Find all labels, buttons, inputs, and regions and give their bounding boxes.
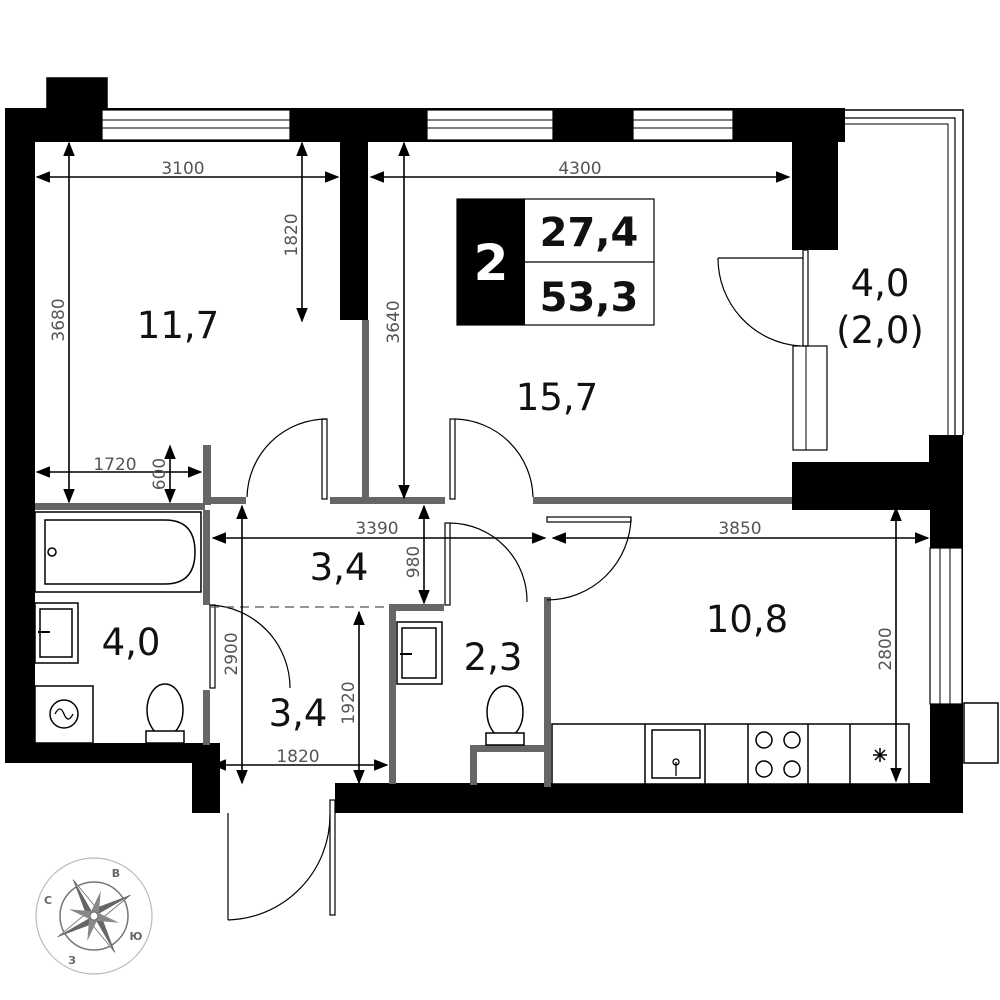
dim-1720: 1720 xyxy=(93,455,136,475)
bathtub xyxy=(34,511,202,593)
dim-980: 980 xyxy=(404,546,424,578)
room-bathroom-area: 4,0 xyxy=(102,621,161,664)
fixtures xyxy=(34,511,910,785)
compass-icon: С В Ю З xyxy=(35,857,153,975)
room-kitchen-area: 10,8 xyxy=(706,598,788,641)
interior-walls xyxy=(35,320,792,787)
exterior-walls xyxy=(5,77,999,813)
doors xyxy=(209,249,809,921)
dim-3640: 3640 xyxy=(384,300,404,343)
total-area-value: 53,3 xyxy=(540,275,639,321)
dim-3850: 3850 xyxy=(718,519,761,539)
room-balcony-area: 4,0 xyxy=(851,262,910,305)
rooms-count: 2 xyxy=(474,234,509,292)
apartment-badge: 2 27,4 53,3 xyxy=(456,198,655,326)
toilet-bowl xyxy=(485,685,525,746)
compass-west-label: З xyxy=(68,954,76,967)
compass-south-label: Ю xyxy=(130,930,143,943)
room-living-area: 15,7 xyxy=(516,376,598,419)
dim-3100: 3100 xyxy=(161,159,204,179)
bathroom-sink xyxy=(34,602,79,664)
dim-4300: 4300 xyxy=(558,159,601,179)
dim-3390: 3390 xyxy=(355,519,398,539)
room-labels: 11,7 15,7 4,0 (2,0) 3,4 4,0 3,4 2,3 10,8 xyxy=(102,262,924,735)
bathroom-toilet xyxy=(145,683,185,744)
balcony-glazing xyxy=(845,109,964,435)
room-hall-area: 3,4 xyxy=(310,546,369,589)
dim-600: 600 xyxy=(150,458,170,490)
toilet-sink xyxy=(396,621,443,685)
dimension-lines xyxy=(35,141,930,785)
windows xyxy=(101,109,963,705)
dim-3680: 3680 xyxy=(49,298,69,341)
washing-machine xyxy=(34,685,94,744)
living-area-value: 27,4 xyxy=(540,210,639,256)
fridge-icon xyxy=(873,748,887,762)
dimension-labels: 3100 4300 1820 3680 3640 1720 600 3390 3… xyxy=(49,159,896,767)
room-toilet-area: 2,3 xyxy=(464,636,523,679)
dim-1820-bottom: 1820 xyxy=(276,747,319,767)
room-corridor-area: 3,4 xyxy=(269,692,328,735)
room-balcony-reduced: (2,0) xyxy=(836,309,924,352)
dim-2900: 2900 xyxy=(222,632,242,675)
room-bedroom-area: 11,7 xyxy=(137,304,219,347)
compass-east-label: В xyxy=(112,867,120,880)
dim-1820-top: 1820 xyxy=(282,213,302,256)
stove-burners xyxy=(755,731,801,778)
kitchen-sink xyxy=(651,729,701,779)
dim-2800: 2800 xyxy=(876,627,896,670)
compass-north-label: С xyxy=(44,894,52,907)
dim-1920: 1920 xyxy=(339,681,359,724)
kitchen-counter xyxy=(551,723,910,785)
